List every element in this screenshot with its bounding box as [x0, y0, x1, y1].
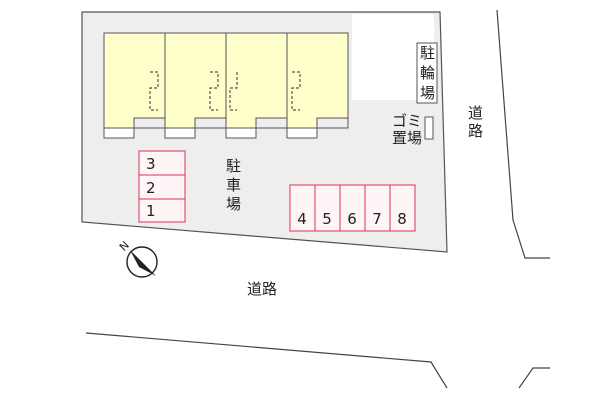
porch-4: [286, 127, 318, 139]
building-unit-2: [164, 32, 227, 129]
dashed-line-2: [209, 71, 219, 111]
parking-number-4: 4: [297, 210, 307, 228]
building-notches: [133, 117, 349, 129]
building-dashed-lines: [149, 71, 301, 111]
notch-4: [316, 117, 349, 129]
parking-number-8: 8: [397, 210, 407, 228]
parking-left-column: [138, 150, 186, 223]
parking-space-1: [138, 198, 186, 223]
parking-number-2: 2: [146, 179, 156, 197]
parking-space-4: [289, 184, 316, 232]
bicycle-parking-char-2: 輪: [420, 64, 435, 82]
porch-2: [164, 127, 196, 139]
road-bottom-edge-upper: [85, 332, 448, 389]
dashed-line-1: [149, 71, 159, 111]
garbage-label-line-1: ゴミ: [392, 112, 422, 130]
road-right-char-2: 路: [468, 122, 483, 140]
compass-needle: [130, 250, 156, 276]
building-unit-3: [225, 32, 288, 129]
parking-space-7: [364, 184, 391, 232]
notch-2: [194, 117, 227, 129]
parking-bottom-row: [289, 184, 416, 232]
road-right-char-1: 道: [468, 104, 483, 122]
parking-space-8: [389, 184, 416, 232]
dashed-line-4: [291, 71, 301, 111]
parking-number-3: 3: [146, 155, 156, 173]
notch-3: [255, 117, 288, 129]
building-porches: [103, 127, 318, 139]
parking-space-5: [314, 184, 341, 232]
building-block: [103, 32, 349, 129]
parking-lot-char-2: 車: [226, 176, 241, 194]
parking-lot-char-1: 駐: [226, 157, 241, 175]
bicycle-parking-box: [416, 42, 438, 104]
parking-number-6: 6: [347, 210, 357, 228]
road-right-edge-left: [496, 9, 550, 259]
parking-number-5: 5: [322, 210, 332, 228]
parking-number-7: 7: [372, 210, 382, 228]
parking-lot-char-3: 場: [226, 195, 241, 213]
dashed-line-3: [229, 72, 238, 111]
building-unit-1: [103, 32, 166, 129]
parking-space-2: [138, 174, 186, 200]
garbage-label-line-2: 置場: [392, 129, 422, 147]
compass-label: N: [117, 239, 132, 254]
road-bottom-edge-right: [518, 367, 550, 389]
parking-number-1: 1: [146, 202, 156, 220]
garbage-box: [424, 116, 434, 140]
porch-3: [225, 127, 257, 139]
road-bottom-label: 道路: [247, 280, 277, 298]
porch-1: [103, 127, 135, 139]
building-unit-4: [286, 32, 349, 129]
bicycle-parking-char-1: 駐: [420, 44, 435, 62]
north-arrow-icon: N: [117, 239, 158, 278]
notch-1: [133, 117, 166, 129]
parking-space-6: [339, 184, 366, 232]
bicycle-parking-char-3: 場: [420, 84, 435, 102]
